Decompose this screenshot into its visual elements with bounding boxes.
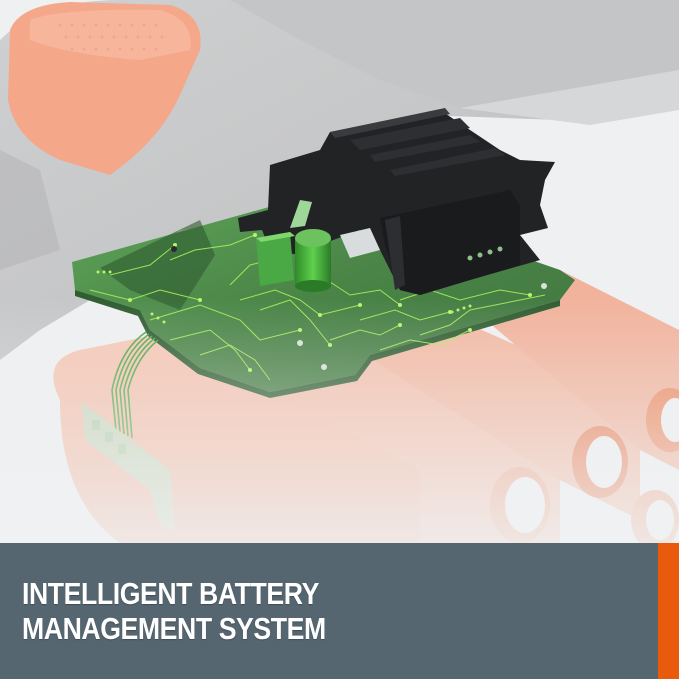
- caption-banner: INTELLIGENT BATTERY MANAGEMENT SYSTEM: [0, 543, 679, 679]
- accent-bar: [658, 543, 679, 679]
- headline-line-1: INTELLIGENT BATTERY: [22, 576, 319, 611]
- product-render: [0, 0, 679, 543]
- headline-line-2: MANAGEMENT SYSTEM: [22, 611, 326, 646]
- headline: INTELLIGENT BATTERY MANAGEMENT SYSTEM: [22, 576, 326, 646]
- battery-pcb-illustration: [0, 0, 679, 543]
